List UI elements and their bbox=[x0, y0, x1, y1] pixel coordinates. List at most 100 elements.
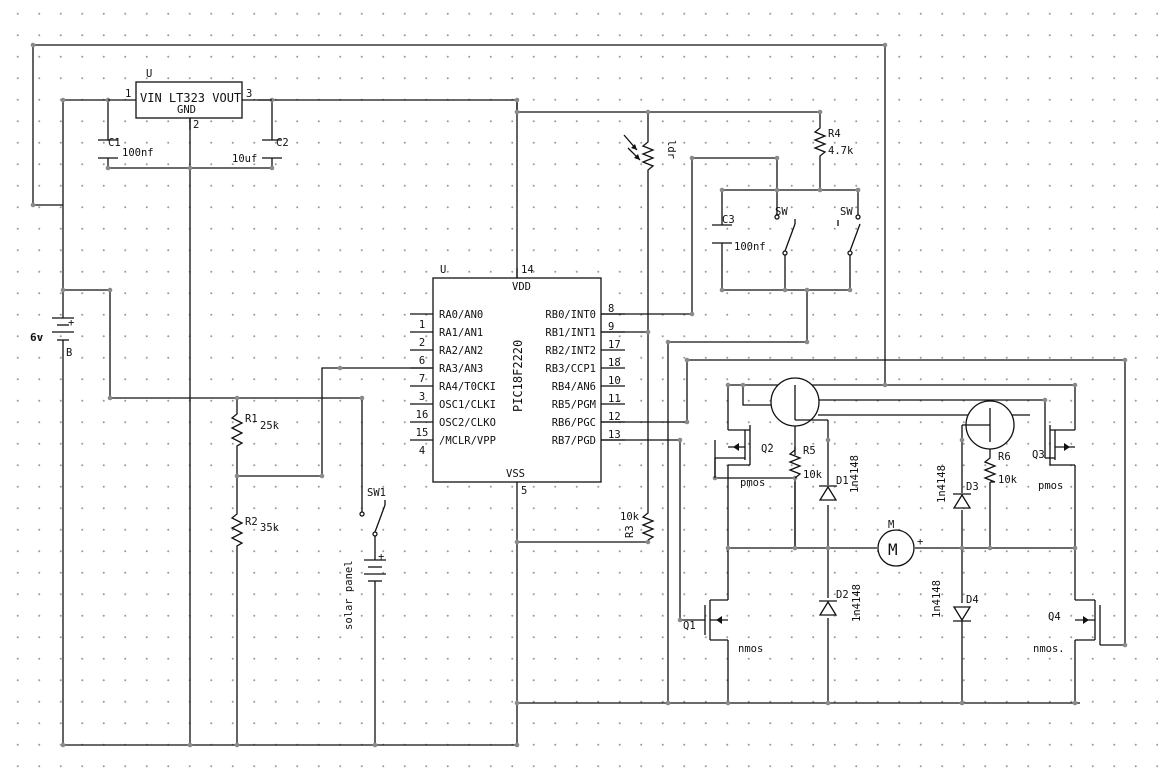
regulator-gnd: GND bbox=[177, 104, 196, 116]
resistor-r6: R6 10k bbox=[983, 451, 1018, 486]
c3-value: 100nf bbox=[734, 241, 766, 253]
mcu-left-pin-label: OSC2/CLKO bbox=[439, 417, 496, 429]
switch-a: SW bbox=[774, 206, 796, 256]
c2-ref: C2 bbox=[276, 137, 289, 149]
q3-type: pmos bbox=[1038, 480, 1063, 492]
transistor-q2: Q2 pmos bbox=[714, 425, 774, 489]
mcu-right-pin-number: 9 bbox=[608, 321, 614, 333]
motor: M M + bbox=[877, 519, 923, 567]
ldr: ldr bbox=[623, 134, 677, 178]
r3-value: 10k bbox=[620, 511, 640, 523]
switch-sw1: SW1 bbox=[359, 487, 386, 537]
mcu-name: PIC18F2220 bbox=[511, 340, 525, 412]
mcu-vdd-pin: 14 bbox=[521, 264, 534, 276]
bjt-left bbox=[770, 377, 828, 427]
sw-b-label: SW bbox=[840, 206, 853, 218]
r4-ref: R4 bbox=[828, 128, 841, 140]
d1-ref: D1 bbox=[836, 475, 849, 487]
junction-nodes bbox=[30, 42, 1128, 748]
d2-ref: D2 bbox=[836, 589, 849, 601]
r4-value: 4.7k bbox=[828, 145, 854, 157]
battery-value: 6v bbox=[30, 331, 44, 344]
q2-ref: Q2 bbox=[761, 443, 774, 455]
mcu-left-pin-number: 2 bbox=[419, 337, 425, 349]
mcu-left-pin-number: 3 bbox=[419, 391, 425, 403]
battery-plus: + bbox=[68, 317, 74, 329]
r5-value: 10k bbox=[803, 469, 823, 481]
mcu-left-pin-label: RA2/AN2 bbox=[439, 345, 483, 357]
battery: 6v B + bbox=[30, 317, 74, 359]
mcu-left-pin-label: /MCLR/VPP bbox=[439, 435, 496, 447]
r1-ref: R1 bbox=[245, 413, 258, 425]
mcu-right-pin-number: 17 bbox=[608, 339, 621, 351]
d4-value: 1n4148 bbox=[931, 580, 943, 618]
transistor-q1: Q1 nmos bbox=[683, 599, 763, 655]
q4-type: nmos. bbox=[1033, 643, 1065, 655]
solar-label: solar panel bbox=[343, 560, 355, 630]
regulator-pin-gnd: 2 bbox=[193, 119, 199, 131]
r2-value: 35k bbox=[260, 522, 280, 534]
mcu-right-pin-label: RB6/PGC bbox=[552, 417, 596, 429]
mcu-vdd: VDD bbox=[512, 281, 531, 293]
mcu-right-pin-label: RB2/INT2 bbox=[545, 345, 596, 357]
mcu-vss: VSS bbox=[506, 468, 525, 480]
mcu-left-pin-number: 16 bbox=[416, 409, 429, 421]
mcu-right-pin-label: RB7/PGD bbox=[552, 435, 596, 447]
q1-ref: Q1 bbox=[683, 620, 696, 632]
resistor-r4: R4 4.7k bbox=[813, 125, 854, 160]
q1-type: nmos bbox=[738, 643, 763, 655]
mcu-right-pins: 8RB0/INT09RB1/INT117RB2/INT218RB3/CCP110… bbox=[545, 303, 625, 447]
microcontroller: U VDD 14 VSS 5 PIC18F2220 1RA0/AN02RA1/A… bbox=[410, 264, 625, 497]
regulator-pin-out: 3 bbox=[246, 88, 252, 100]
resistor-r3: 10k R3 bbox=[620, 510, 655, 541]
transistor-q3: Q3 pmos bbox=[1032, 425, 1075, 492]
c2-value: 10uf bbox=[232, 153, 257, 165]
mcu-left-pin-number: 7 bbox=[419, 373, 425, 385]
mcu-right-pin-label: RB3/CCP1 bbox=[545, 363, 596, 375]
r3-ref: R3 bbox=[624, 525, 636, 538]
mcu-left-pin-label: RA3/AN3 bbox=[439, 363, 483, 375]
r2-ref: R2 bbox=[245, 516, 258, 528]
ldr-value: ldr bbox=[665, 140, 677, 159]
sw-a-label: SW bbox=[775, 206, 788, 218]
d2-value: 1n4148 bbox=[851, 584, 863, 622]
mcu-right-pin-label: RB4/AN6 bbox=[552, 381, 596, 393]
sw1-label: SW1 bbox=[367, 487, 386, 499]
voltage-regulator: U VIN LT323 VOUT GND 1 2 3 bbox=[108, 68, 272, 131]
d3-value: 1n4148 bbox=[936, 465, 948, 503]
switch-b: SW bbox=[837, 206, 861, 256]
r5-ref: R5 bbox=[803, 445, 816, 457]
r1-value: 25k bbox=[260, 420, 280, 432]
r6-ref: R6 bbox=[998, 451, 1011, 463]
mcu-left-pin-label: RA0/AN0 bbox=[439, 309, 483, 321]
mcu-right-pin-number: 18 bbox=[608, 357, 621, 369]
mcu-right-pin-number: 11 bbox=[608, 393, 621, 405]
diode-d1: D1 1n4148 bbox=[818, 455, 861, 501]
mcu-right-pin-label: RB5/PGM bbox=[552, 399, 596, 411]
resistor-r5: R5 10k bbox=[788, 445, 823, 481]
mcu-left-pin-number: 15 bbox=[416, 427, 429, 439]
mcu-right-pin-label: RB0/INT0 bbox=[545, 309, 596, 321]
solar-plus: + bbox=[378, 551, 384, 563]
c3-ref: C3 bbox=[722, 214, 735, 226]
mcu-ref: U bbox=[440, 264, 446, 276]
mcu-left-pins: 1RA0/AN02RA1/AN16RA2/AN27RA3/AN33RA4/T0C… bbox=[410, 309, 496, 457]
mcu-left-pin-label: RA4/T0CKI bbox=[439, 381, 496, 393]
motor-symbol: M bbox=[888, 540, 898, 559]
solar-panel: + solar panel bbox=[343, 551, 386, 630]
d1-value: 1n4148 bbox=[849, 455, 861, 493]
q3-ref: Q3 bbox=[1032, 449, 1045, 461]
diode-d2: D2 1n4148 bbox=[818, 584, 863, 622]
resistor-r2: R2 35k bbox=[230, 510, 280, 550]
resistor-r1: R1 25k bbox=[230, 410, 280, 450]
d4-ref: D4 bbox=[966, 594, 979, 606]
q4-ref: Q4 bbox=[1048, 611, 1061, 623]
capacitor-c2: C2 10uf bbox=[232, 137, 289, 165]
c1-ref: C1 bbox=[108, 137, 121, 149]
mcu-right-pin-number: 13 bbox=[608, 429, 621, 441]
regulator-ref: U bbox=[146, 68, 152, 80]
mcu-left-pin-label: RA1/AN1 bbox=[439, 327, 483, 339]
capacitor-c3: C3 100nf bbox=[712, 214, 766, 253]
